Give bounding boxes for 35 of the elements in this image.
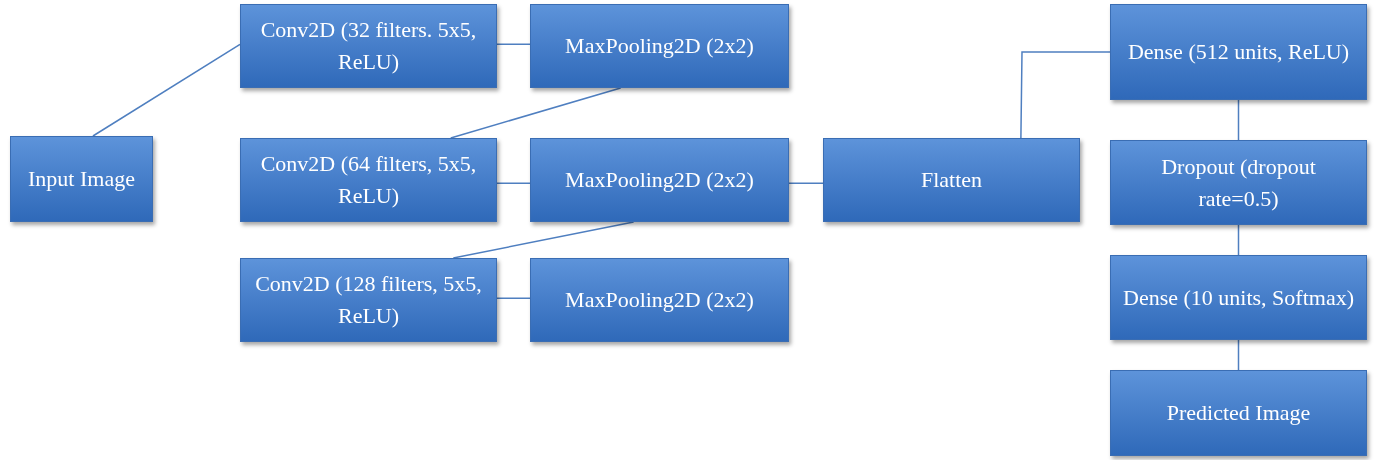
layer-box bbox=[1110, 140, 1367, 225]
layer-box bbox=[240, 138, 497, 222]
layer-label: MaxPooling2D (2x2) bbox=[565, 286, 754, 315]
layer-label: Dropout (dropout rate=0.5) bbox=[1160, 152, 1317, 213]
layer-box bbox=[530, 138, 789, 222]
layer-box bbox=[1110, 370, 1367, 456]
connector-line bbox=[92, 43, 241, 137]
layer-box bbox=[240, 258, 497, 342]
layer-label: Dense (10 units, Softmax) bbox=[1123, 283, 1354, 312]
connector-line bbox=[788, 182, 824, 185]
connector-line bbox=[496, 43, 531, 46]
layer-label: Conv2D (128 filters, 5x5, ReLU) bbox=[254, 270, 483, 330]
layer-label: Flatten bbox=[920, 166, 983, 195]
layer-box bbox=[530, 4, 789, 88]
connector-line bbox=[496, 182, 531, 185]
connector-line bbox=[452, 221, 635, 259]
layer-box bbox=[1110, 4, 1367, 100]
layer-label: Predicted Image bbox=[1166, 399, 1311, 428]
connector-line bbox=[1020, 51, 1111, 139]
layer-label: MaxPooling2D (2x2) bbox=[565, 32, 754, 61]
layer-box bbox=[240, 4, 497, 88]
layer-label: Dense (512 units, ReLU) bbox=[1127, 38, 1350, 67]
layer-label: Input Image bbox=[28, 165, 135, 194]
connector-line bbox=[450, 87, 622, 139]
layer-box bbox=[530, 258, 789, 342]
layer-label: Conv2D (64 filters, 5x5, ReLU) bbox=[259, 150, 478, 210]
connector-line bbox=[496, 297, 531, 300]
connector-line bbox=[1237, 339, 1240, 371]
layer-label: MaxPooling2D (2x2) bbox=[565, 166, 754, 195]
layer-box bbox=[1110, 255, 1367, 340]
connector-line bbox=[1237, 99, 1240, 141]
layer-box bbox=[10, 136, 153, 222]
connector-line bbox=[1237, 224, 1240, 256]
layer-label: Conv2D (32 filters. 5x5, ReLU) bbox=[259, 16, 478, 76]
layer-box bbox=[823, 138, 1080, 222]
